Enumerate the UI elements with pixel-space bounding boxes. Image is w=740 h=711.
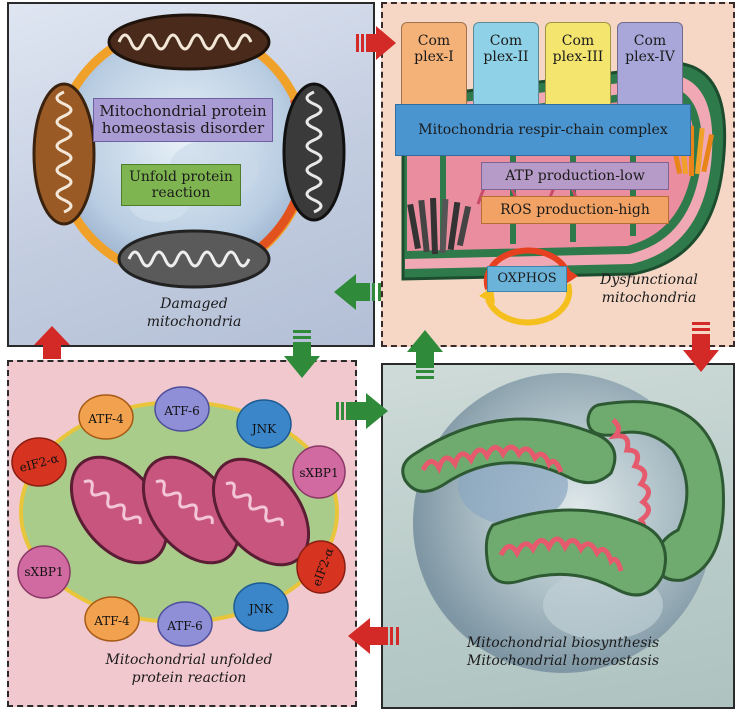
damaged-caption-line1: Damaged xyxy=(160,296,228,312)
biosynthesis-illustration xyxy=(401,373,725,673)
unfold-protein-reaction-box: Unfold protein reaction xyxy=(121,164,241,206)
dysfunctional-caption-line1: Dysfunctional xyxy=(600,272,698,288)
dysfunctional-mitochondria-panel: Com plex-I Com plex-II Com plex-III Com … xyxy=(381,2,735,347)
biosynthesis-mitochondrion-upper xyxy=(401,417,617,493)
dysfunctional-caption-line2: mitochondria xyxy=(601,289,697,306)
biosynthesis-caption-line2: Mitochondrial homeostasis xyxy=(466,652,659,669)
complex-i-box: Com plex-I xyxy=(401,22,467,114)
atf6-bottom-label: ATF-6 xyxy=(167,619,203,633)
biosynthesis-mitochondrion-bottom xyxy=(484,508,667,597)
respiratory-chain-box: Mitochondria respir-chain complex xyxy=(395,104,691,156)
atf4-top-label: ATF-4 xyxy=(88,412,124,426)
sxbp1-left-label: sXBP1 xyxy=(24,565,64,579)
mitochondrion-top xyxy=(107,13,271,71)
mitochondrion-right xyxy=(282,82,346,222)
unfolded-protein-reaction-panel: ATF-4 ATF-6 JNK eIF2-α sXBP1 sXBP1 ATF-4… xyxy=(7,360,357,707)
upr-illustration xyxy=(11,386,346,647)
biosynthesis-caption: Mitochondrial biosynthesis Mitochondrial… xyxy=(423,635,703,670)
mitochondrion-bottom xyxy=(117,229,271,289)
complex-iii-label: Com plex-III xyxy=(552,33,604,66)
damaged-mitochondria-panel: Mitochondrial protein homeostasis disord… xyxy=(7,2,375,347)
damaged-caption-line2: mitochondria xyxy=(146,313,242,330)
jnk-bottom-label: JNK xyxy=(248,602,274,616)
ros-production-box: ROS production-high xyxy=(481,196,669,224)
complex-iii-box: Com plex-III xyxy=(545,22,611,114)
atp-production-box: ATP production-low xyxy=(481,162,669,190)
upr-caption-line2: protein reaction xyxy=(131,669,247,686)
biosynthesis-caption-line1: Mitochondrial biosynthesis xyxy=(466,635,660,651)
jnk-top-label: JNK xyxy=(251,422,277,436)
atf6-top-label: ATF-6 xyxy=(164,404,200,418)
damaged-caption: Damaged mitochondria xyxy=(119,296,269,331)
upr-caption-line1: Mitochondrial unfolded xyxy=(105,652,273,668)
biosynthesis-mitochondrion-right xyxy=(586,400,725,582)
atp-synthase-cluster xyxy=(407,197,472,255)
sxbp1-right-label: sXBP1 xyxy=(299,466,339,480)
complex-ii-label: Com plex-II xyxy=(483,33,529,66)
biosynthesis-panel: Mitochondrial biosynthesis Mitochondrial… xyxy=(381,363,735,709)
complex-i-label: Com plex-I xyxy=(414,33,454,66)
mitochondrion-left xyxy=(32,82,96,226)
complex-ii-box: Com plex-II xyxy=(473,22,539,114)
oxphos-box: OXPHOS xyxy=(487,266,567,292)
upr-caption: Mitochondrial unfolded protein reaction xyxy=(69,652,309,687)
atf4-bottom-label: ATF-4 xyxy=(94,614,130,628)
dysfunctional-caption: Dysfunctional mitochondria xyxy=(579,272,719,307)
complex-iv-label: Com plex-IV xyxy=(625,33,675,66)
protein-homeostasis-disorder-box: Mitochondrial protein homeostasis disord… xyxy=(93,98,273,142)
complex-iv-box: Com plex-IV xyxy=(617,22,683,114)
